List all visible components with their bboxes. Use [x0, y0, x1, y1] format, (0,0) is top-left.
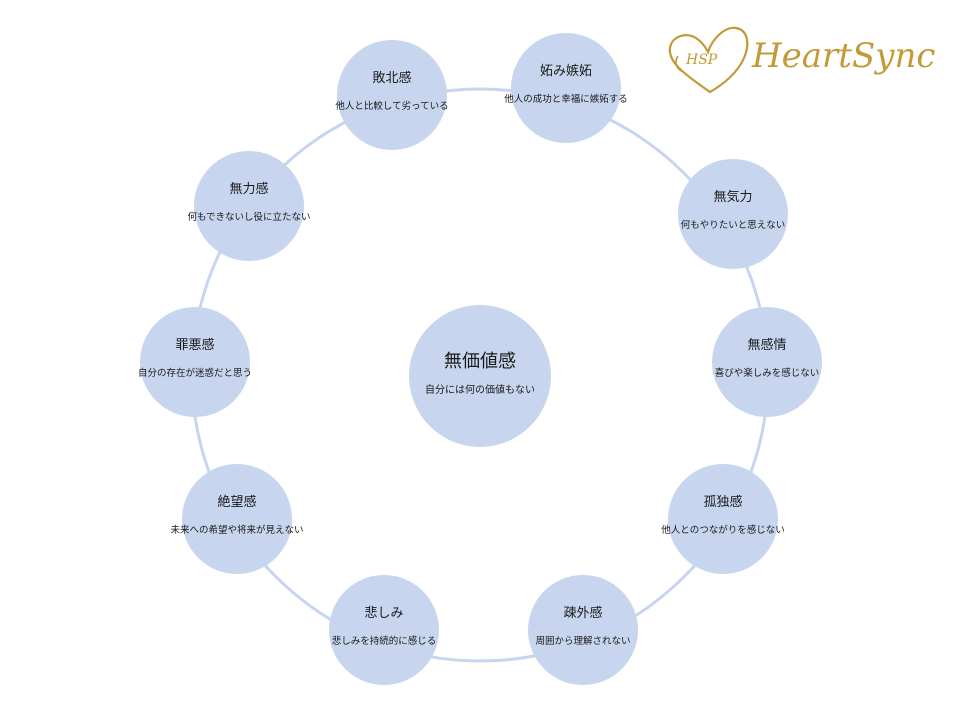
node-alienation: 疎外感 周囲から理解されない	[528, 575, 638, 685]
node-desc: 周囲から理解されない	[535, 636, 631, 647]
node-title: 無感情	[747, 338, 787, 353]
node-desc: 自分には何の価値もない	[425, 385, 535, 396]
node-guilt: 罪悪感 自分の存在が迷惑だと思う	[138, 307, 253, 417]
node-title: 絶望感	[217, 495, 257, 510]
heart-logo-icon	[668, 26, 749, 94]
node-desc: 他人とのつながりを感じない	[661, 525, 785, 536]
node-title: 悲しみ	[364, 606, 404, 621]
node-desc: 何もやりたいと思えない	[680, 220, 786, 231]
node-desc: 喜びや楽しみを感じない	[714, 368, 820, 379]
node-apathy: 無気力 何もやりたいと思えない	[678, 159, 788, 269]
node-desc: 未来への希望や将来が見えない	[170, 525, 304, 536]
node-title: 孤独感	[703, 495, 743, 510]
center-node-worthlessness: 無価値感 自分には何の価値もない	[409, 305, 551, 447]
node-sadness: 悲しみ 悲しみを持続的に感じる	[329, 575, 439, 685]
heartsync-logo: HSP HeartSync	[664, 22, 936, 98]
node-desc: 悲しみを持続的に感じる	[331, 636, 437, 647]
node-desc: 他人の成功と幸福に嫉妬する	[504, 94, 628, 105]
node-title: 無価値感	[444, 351, 516, 372]
node-emotionlessness: 無感情 喜びや楽しみを感じない	[712, 307, 822, 417]
node-title: 疎外感	[563, 606, 603, 621]
node-title: 無力感	[229, 182, 269, 197]
node-jealousy: 妬み嫉妬 他人の成功と幸福に嫉妬する	[504, 33, 628, 143]
node-title: 無気力	[713, 190, 753, 205]
node-despair: 絶望感 未来への希望や将来が見えない	[171, 464, 304, 574]
node-desc: 何もできないし役に立たない	[187, 212, 311, 223]
node-desc: 自分の存在が迷惑だと思う	[138, 368, 253, 379]
logo-brand-text: HeartSync	[752, 36, 936, 76]
node-desc: 他人と比較して劣っている	[335, 101, 449, 112]
node-defeat: 敗北感 他人と比較して劣っている	[335, 40, 449, 150]
node-title: 妬み嫉妬	[539, 64, 592, 79]
node-title: 敗北感	[372, 71, 412, 86]
node-loneliness: 孤独感 他人とのつながりを感じない	[661, 464, 785, 574]
logo-mark-text: HSP	[686, 52, 718, 68]
node-title: 罪悪感	[175, 338, 215, 353]
node-helplessness: 無力感 何もできないし役に立たない	[187, 151, 311, 261]
